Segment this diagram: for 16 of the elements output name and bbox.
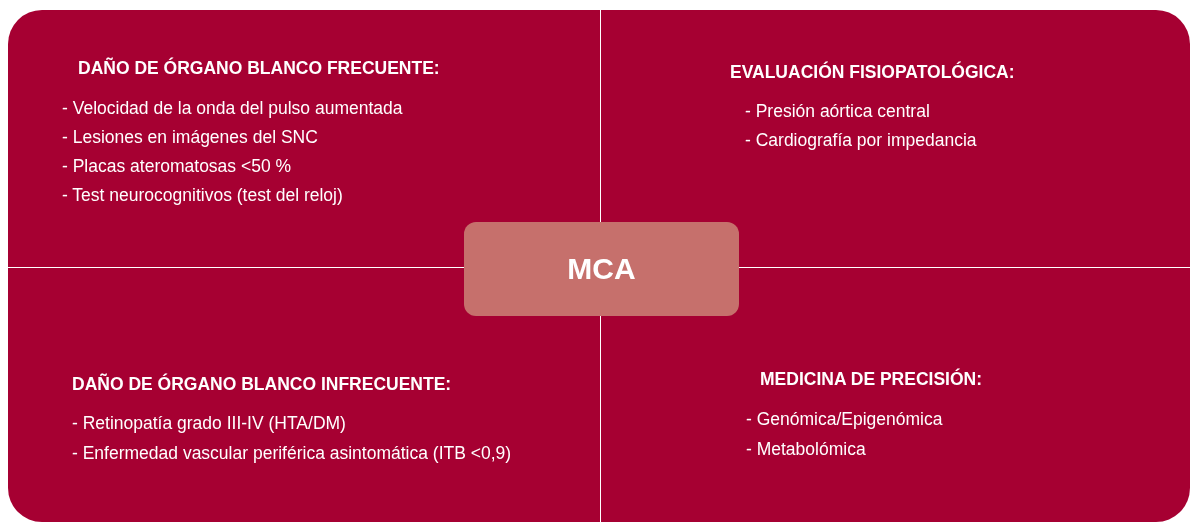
- list-item: - Retinopatía grado III-IV (HTA/DM): [72, 413, 346, 434]
- list-item: - Cardiografía por impedancia: [745, 130, 977, 151]
- panel-heading: EVALUACIÓN FISIOPATOLÓGICA:: [730, 62, 1015, 83]
- list-item: - Test neurocognitivos (test del reloj): [62, 185, 343, 206]
- list-item: - Lesiones en imágenes del SNC: [62, 127, 318, 148]
- list-item: - Presión aórtica central: [745, 101, 930, 122]
- list-item: - Placas ateromatosas <50 %: [62, 156, 292, 177]
- panel-heading: MEDICINA DE PRECISIÓN:: [760, 369, 982, 390]
- center-label: MCA: [567, 252, 636, 286]
- panel-heading: DAÑO DE ÓRGANO BLANCO INFRECUENTE:: [72, 374, 452, 395]
- center-box: [464, 222, 739, 316]
- list-item: - Enfermedad vascular periférica asintomática (ITB <0,9): [72, 443, 512, 464]
- list-item: - Genómica/Epigenómica: [746, 409, 943, 430]
- list-item: - Velocidad de la onda del pulso aumentada: [62, 98, 403, 119]
- list-item: - Metabolómica: [746, 439, 866, 460]
- panel-heading: DAÑO DE ÓRGANO BLANCO FRECUENTE:: [78, 58, 440, 79]
